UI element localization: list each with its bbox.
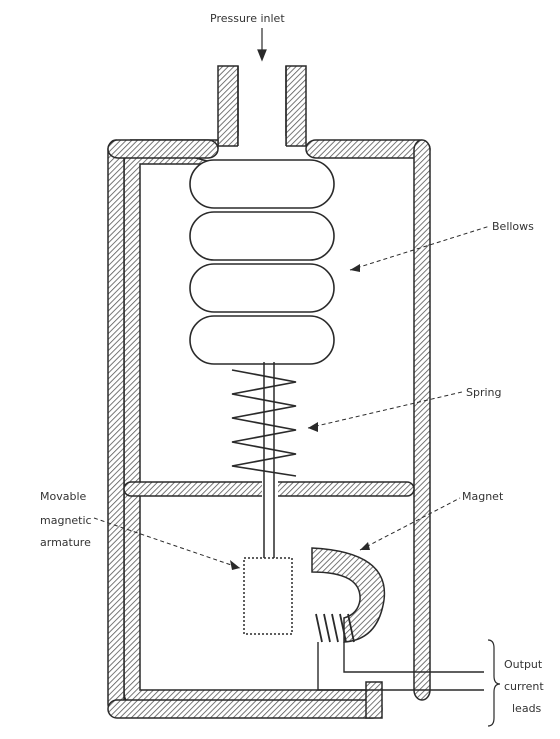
armature-rod: [263, 362, 275, 560]
bellows-convolution: [189, 159, 335, 209]
inlet-neck-left-wall: [217, 65, 239, 147]
output-label-line3: leads: [512, 702, 542, 715]
bellows-convolution: [189, 211, 335, 261]
bellows-leader: [349, 225, 491, 271]
armature-leader: [93, 517, 241, 569]
bellows-label: Bellows: [492, 220, 534, 233]
magnet-leader: [359, 497, 461, 551]
inlet-neck-right-wall: [285, 65, 307, 147]
movable-armature: [243, 557, 293, 635]
spring-label: Spring: [466, 386, 502, 399]
leader-lines: [93, 225, 491, 569]
armature-label-line1: Movable: [40, 490, 87, 503]
magnet-label: Magnet: [462, 490, 504, 503]
output-label-line1: Output: [504, 658, 543, 671]
armature-label-line2: magnetic: [40, 514, 92, 527]
output-brace: [487, 639, 501, 727]
armature-label-line3: armature: [40, 536, 91, 549]
output-leads: [317, 642, 484, 691]
bellows: [189, 150, 335, 365]
pressure-inlet-arrow: [257, 28, 267, 62]
spring-leader: [307, 391, 463, 429]
magnet: [311, 547, 386, 643]
housing: [107, 65, 431, 719]
pressure-inlet-label: Pressure inlet: [210, 12, 285, 25]
bellows-convolution: [189, 315, 335, 365]
bellows-convolution: [189, 263, 335, 313]
coil-windings: [315, 613, 355, 643]
output-label-line2: current: [504, 680, 544, 693]
